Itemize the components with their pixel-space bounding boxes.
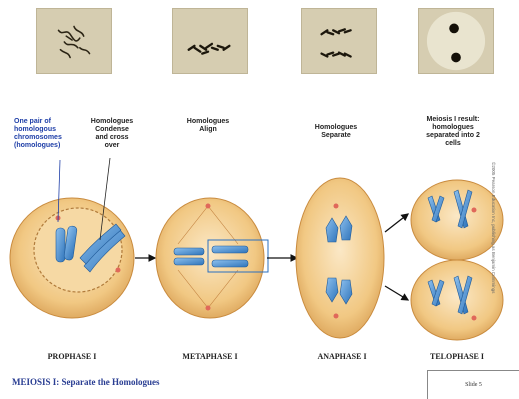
metaphase-cell — [156, 198, 268, 318]
telophase-bottom-cell — [411, 260, 503, 340]
slide-number-box: Slide 5 — [427, 370, 519, 399]
stage-label-metaphase: METAPHASE I — [160, 352, 260, 361]
stage-label-telophase: TELOPHASE I — [407, 352, 507, 361]
arrow-anaphase-to-telophase-top — [385, 214, 408, 232]
prophase-cell — [10, 158, 134, 318]
copyright-notice: ©2005 Pearson Education Inc, publishing … — [491, 162, 496, 292]
stage-label-anaphase: ANAPHASE I — [292, 352, 392, 361]
anaphase-cell — [296, 178, 384, 338]
stage-label-prophase: PROPHASE I — [22, 352, 122, 361]
slide-number: Slide 5 — [428, 382, 519, 388]
telophase-cells — [411, 180, 503, 340]
slide-title: MEIOSIS I: Separate the Homologues — [12, 377, 160, 387]
arrow-anaphase-to-telophase-bottom — [385, 286, 408, 300]
